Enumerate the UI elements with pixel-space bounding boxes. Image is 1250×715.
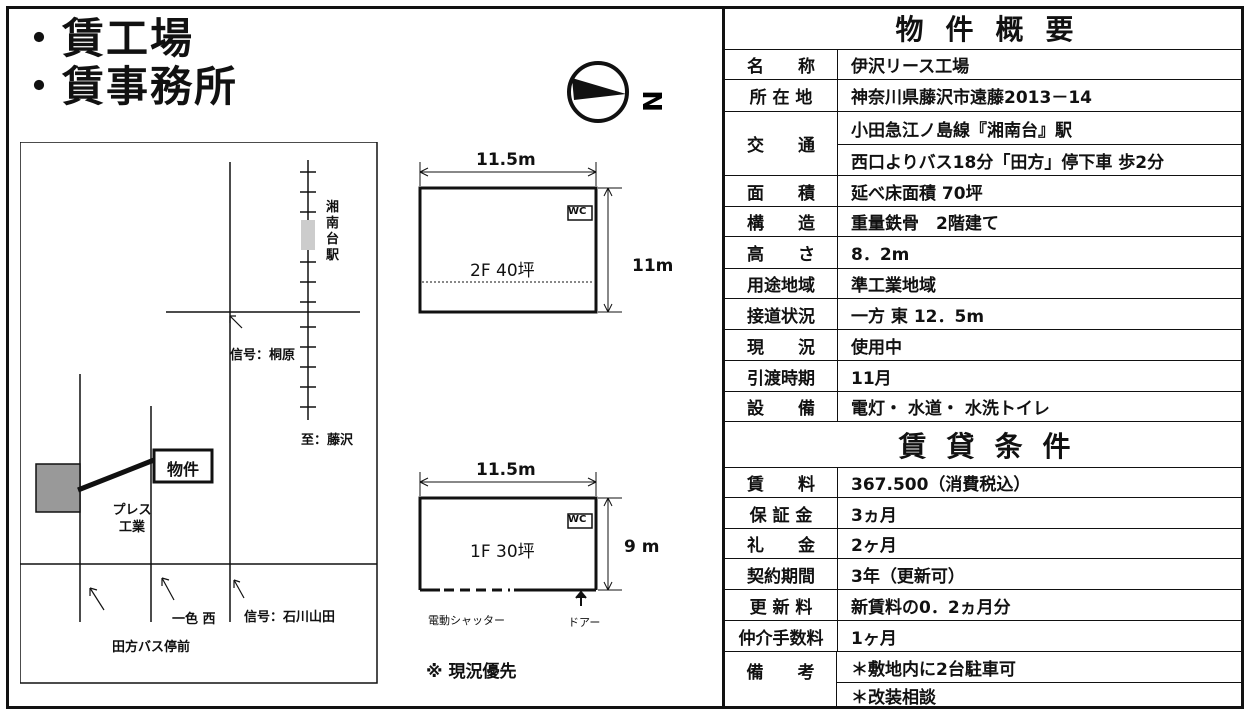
overview-row-zoning: 用途地域 準工業地域 <box>725 269 1244 299</box>
compass-north-label: N <box>639 90 669 112</box>
overview-row-road: 接道状況 一方 東 12．5m <box>725 299 1244 330</box>
property-table: 物件概要 名 称 伊沢リース工場 所 在 地 神奈川県藤沢市遠藤2013－14 … <box>722 6 1244 709</box>
floorplan-2f-width: 11.5m <box>476 150 536 170</box>
floorplan-2f <box>418 162 622 314</box>
overview-row-area: 面 積 延べ床面積 70坪 <box>725 176 1244 207</box>
overview-row-name: 名 称 伊沢リース工場 <box>725 50 1244 80</box>
overview-row-delivery: 引渡時期 11月 <box>725 361 1244 392</box>
terms-row-rent: 賃 料 367.500（消費税込） <box>725 468 1244 498</box>
compass-icon: N <box>567 61 669 123</box>
station-marker <box>301 220 315 250</box>
terms-row-contract: 契約期間 3年（更新可） <box>725 559 1244 590</box>
property-label-box <box>152 448 214 484</box>
note-current-condition: ※ 現況優先 <box>426 662 517 682</box>
sheet-frame <box>6 6 1244 709</box>
floorplan-shutter-label: 電動シャッター <box>428 614 505 627</box>
terms-title: 賃貸条件 <box>725 422 1244 468</box>
floorplan-2f-depth: 11m <box>632 256 674 276</box>
property-site <box>35 463 81 513</box>
heading-factory: ・賃工場 <box>18 14 195 63</box>
terms-row-deposit: 保 証 金 3ヵ月 <box>725 498 1244 529</box>
floorplan-1f-wc: WC <box>568 514 587 525</box>
overview-row-structure: 構 造 重量鉄骨 2階建て <box>725 207 1244 237</box>
map-property-label: 物件 <box>166 460 199 479</box>
map-bus-stop-label: 田方バス停前 <box>112 640 191 655</box>
map-press-label: プレス工業 <box>112 503 152 535</box>
floorplan-2f-label: 2F 40坪 <box>470 261 535 281</box>
overview-row-address: 所 在 地 神奈川県藤沢市遠藤2013－14 <box>725 80 1244 112</box>
overview-row-access: 交 通 小田急江ノ島線『湘南台』駅 西口よりバス18分「田方」停下車 歩2分 <box>725 112 1244 176</box>
floorplan-door-label: ドアー <box>568 616 601 629</box>
overview-row-height: 高 さ 8．2m <box>725 237 1244 269</box>
floorplan-1f <box>418 472 622 606</box>
terms-row-brokerage: 仲介手数料 1ヶ月 <box>725 621 1244 652</box>
terms-row-remarks: 備 考 ＊敷地内に2台駐車可 ＊改装相談 <box>725 652 1244 709</box>
terms-row-renewal: 更 新 料 新賃料の0．2ヵ月分 <box>725 590 1244 621</box>
overview-row-equipment: 設 備 電灯・ 水道・ 水洗トイレ <box>725 392 1244 422</box>
map-signal-kirihara: 信号：桐原 <box>230 348 296 363</box>
map-station-label: 湘南台駅 <box>326 200 340 263</box>
overview-row-status: 現 況 使用中 <box>725 330 1244 361</box>
map-signal-ishikawa: 信号：石川山田 <box>244 610 336 625</box>
heading-office: ・賃事務所 <box>18 62 239 111</box>
map-to-fujisawa: 至：藤沢 <box>301 433 354 448</box>
floorplan-1f-label: 1F 30坪 <box>470 542 535 562</box>
floorplan-1f-depth: 9 m <box>624 537 660 557</box>
overview-title: 物件概要 <box>725 6 1244 50</box>
terms-row-key-money: 礼 金 2ヶ月 <box>725 529 1244 559</box>
floorplan-1f-width: 11.5m <box>476 460 536 480</box>
location-map <box>20 142 378 684</box>
map-isshiki-label: 一色 西 <box>172 612 216 627</box>
door-arrow-icon <box>575 590 587 606</box>
floorplan-2f-wc: WC <box>568 206 587 217</box>
